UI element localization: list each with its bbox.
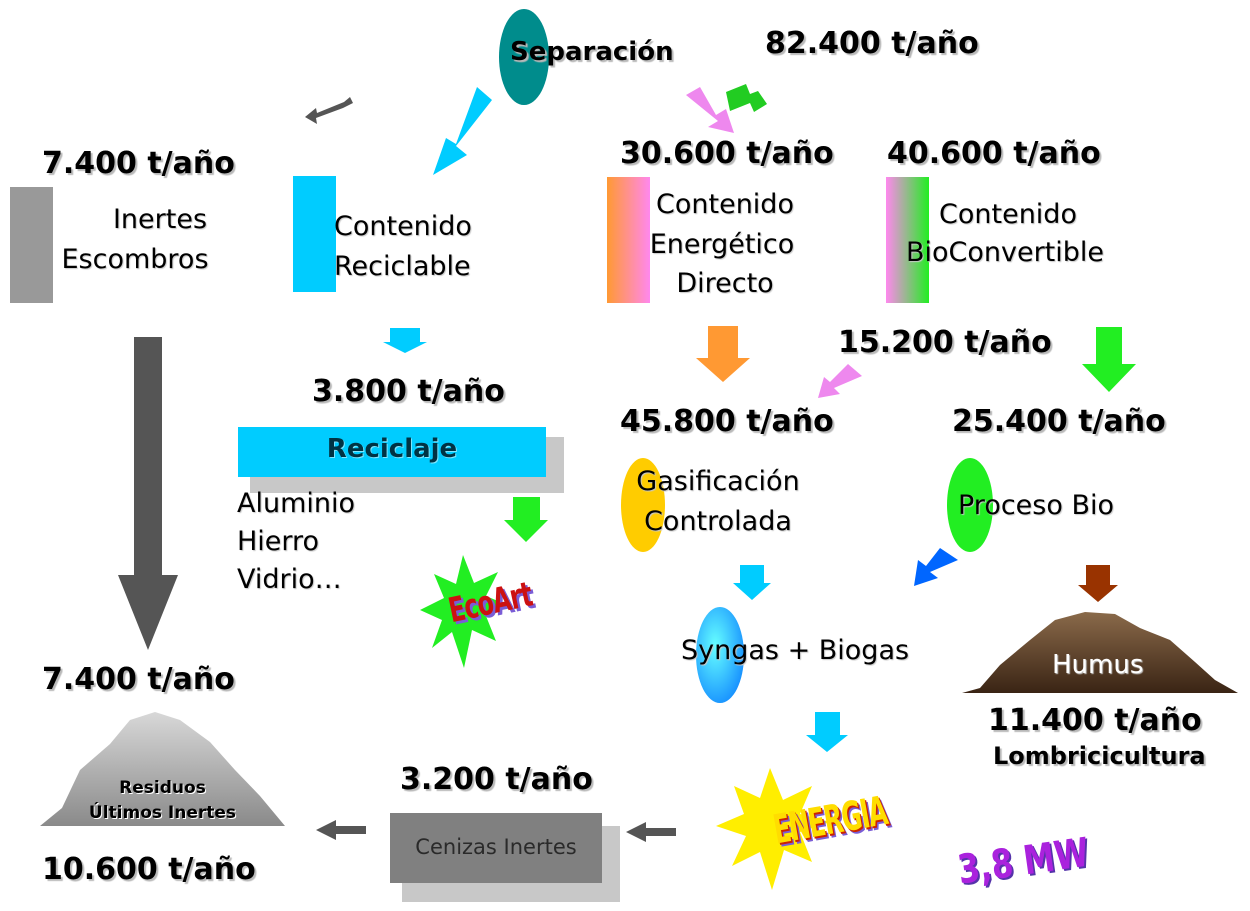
arrow-syngas-to-cenizas bbox=[626, 822, 676, 842]
humus-pile bbox=[962, 612, 1238, 693]
arrow-gas-to-syngas bbox=[733, 565, 771, 600]
arrow-bio-to-syngas bbox=[914, 548, 958, 586]
syngas-label: Syngas + Biogas bbox=[681, 635, 910, 666]
energia-burst bbox=[716, 768, 830, 890]
inertes-bar bbox=[10, 187, 53, 303]
residuos-qty: 10.600 t/año bbox=[42, 852, 256, 887]
separation-ellipse bbox=[499, 9, 549, 105]
separation-label: Separación bbox=[510, 37, 674, 67]
cenizas-qty: 3.200 t/año bbox=[400, 762, 593, 797]
bioconvertible-qty-mid: 25.400 t/año bbox=[952, 404, 1166, 439]
recycle-item-hierro: Hierro bbox=[237, 526, 320, 557]
reciclable-bar bbox=[293, 176, 336, 292]
recycle-item-aluminio: Aluminio bbox=[237, 488, 356, 519]
recycle-item-vidrio: Vidrio… bbox=[237, 564, 342, 595]
inertes-line2: Escombros bbox=[61, 244, 209, 275]
arrow-to-inertes bbox=[305, 97, 353, 124]
residuos-line1: Residuos bbox=[119, 778, 206, 798]
gasificacion-line2: Controlada bbox=[644, 506, 792, 537]
arrow-reciclable-down bbox=[383, 328, 427, 353]
humus-sub: Lombricicultura bbox=[993, 742, 1206, 770]
cenizas-bar bbox=[390, 813, 602, 883]
energetico-qty-mid: 45.800 t/año bbox=[620, 404, 834, 439]
reciclable-line1: Contenido bbox=[334, 211, 472, 242]
energetico-line2: Energético bbox=[649, 229, 795, 260]
bioconvertible-transfer-qty: 15.200 t/año bbox=[838, 325, 1052, 360]
inertes-line1: Inertes bbox=[112, 204, 208, 235]
arrow-inertes-down bbox=[118, 337, 178, 650]
arrow-cenizas-to-residuos bbox=[316, 820, 366, 840]
arrow-bio-transfer bbox=[818, 364, 862, 398]
energetico-line3: Directo bbox=[676, 268, 774, 299]
energetico-bar bbox=[607, 177, 650, 303]
ecoart-burst bbox=[420, 555, 510, 668]
arrow-bio-to-humus bbox=[1078, 565, 1118, 602]
arrow-bioconvertible-down bbox=[1082, 327, 1136, 392]
bioconvertible-line1: Contenido bbox=[939, 199, 1077, 230]
bioconvertible-qty-top: 40.600 t/año bbox=[887, 136, 1101, 171]
bioconvertible-line2: BioConvertible bbox=[905, 237, 1105, 268]
arrow-to-bioconvertible bbox=[726, 84, 767, 112]
separation-total: 82.400 t/año bbox=[765, 26, 979, 61]
proceso-bio-ellipse bbox=[947, 458, 993, 552]
arrow-energetico-down bbox=[696, 326, 750, 382]
residuos-pile bbox=[40, 712, 285, 826]
reciclable-qty: 3.800 t/año bbox=[312, 374, 505, 409]
reciclaje-bar bbox=[238, 427, 546, 477]
cenizas-label: Cenizas Inertes bbox=[415, 835, 577, 859]
arrow-reciclaje-down bbox=[504, 497, 548, 542]
reciclable-line2: Reciclable bbox=[334, 251, 471, 282]
gasificacion-ellipse bbox=[621, 458, 665, 552]
syngas-ellipse bbox=[696, 607, 744, 703]
arrow-to-reciclable bbox=[433, 87, 492, 175]
humus-qty: 11.400 t/año bbox=[988, 703, 1202, 738]
arrow-syngas-to-energia bbox=[806, 712, 848, 752]
arrow-to-energetico bbox=[686, 87, 734, 133]
energetico-qty-top: 30.600 t/año bbox=[620, 136, 834, 171]
proceso-bio-label: Proceso Bio bbox=[958, 490, 1115, 521]
inertes-qty-bottom: 7.400 t/año bbox=[42, 662, 235, 697]
inertes-qty-top: 7.400 t/año bbox=[42, 146, 235, 181]
energetico-line1: Contenido bbox=[656, 189, 794, 220]
residuos-line2: Últimos Inertes bbox=[88, 803, 237, 823]
bioconvertible-bar bbox=[886, 177, 929, 303]
reciclaje-label: Reciclaje bbox=[326, 434, 458, 464]
humus-label: Humus bbox=[1052, 650, 1144, 680]
gasificacion-line1: Gasificación bbox=[636, 466, 800, 497]
